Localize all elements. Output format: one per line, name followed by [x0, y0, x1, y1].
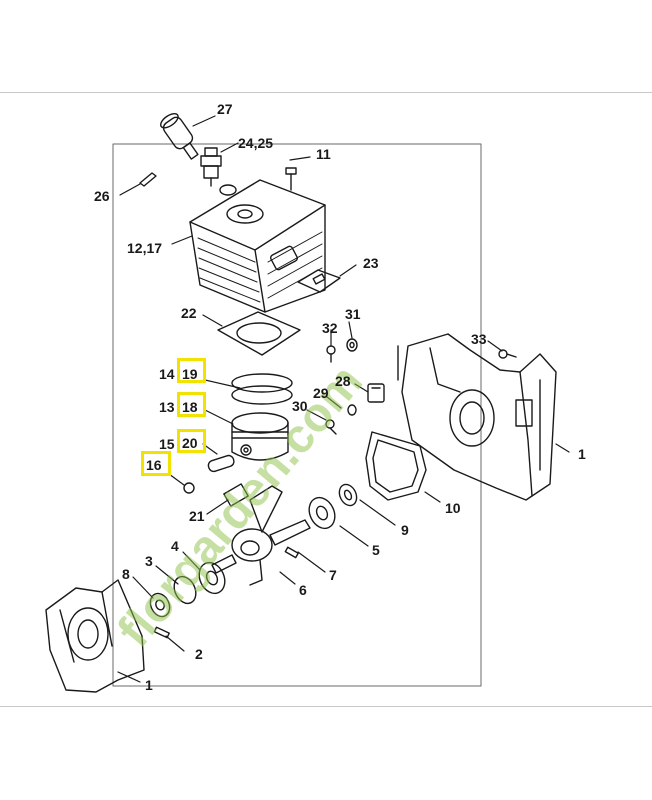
oil-seal-9 [338, 483, 358, 507]
crankcase-left [45, 579, 145, 693]
callout-15: 15 [159, 436, 175, 452]
callout-1-right: 1 [578, 446, 586, 462]
piston-pin [207, 454, 235, 473]
piston-ring-1 [231, 373, 293, 393]
screw-32 [326, 345, 336, 363]
callout-14: 14 [159, 366, 175, 382]
washer-31 [346, 338, 358, 352]
callout-20: 20 [182, 435, 198, 451]
circlip [183, 482, 195, 494]
bracket-28 [367, 383, 385, 403]
piston-ring-2 [231, 385, 293, 405]
highlight-box-19 [177, 358, 206, 383]
callout-18: 18 [182, 399, 198, 415]
dowel-pin [153, 626, 170, 639]
exhaust-gasket [297, 269, 341, 293]
callout-29: 29 [313, 385, 329, 401]
callout-27: 27 [217, 101, 233, 117]
callout-10: 10 [445, 500, 461, 516]
callout-1-left: 1 [145, 677, 153, 693]
callout-32: 32 [322, 320, 338, 336]
piston [231, 412, 289, 461]
screw-11 [285, 167, 297, 191]
cylinder-gasket [217, 311, 301, 356]
callout-5: 5 [372, 542, 380, 558]
woodruff-key [284, 546, 299, 559]
callout-2: 2 [195, 646, 203, 662]
callout-6: 6 [299, 582, 307, 598]
callout-16: 16 [146, 457, 162, 473]
callout-31: 31 [345, 306, 361, 322]
cylinder [189, 179, 326, 313]
highlight-box-18 [177, 392, 206, 417]
highlight-box-16 [141, 451, 171, 476]
oil-seal-8 [149, 592, 171, 618]
needle-cage [223, 483, 249, 507]
spring-clip [139, 172, 157, 187]
callout-30: 30 [292, 398, 308, 414]
bearing-5 [308, 496, 336, 530]
callout-28: 28 [335, 373, 351, 389]
callout-7: 7 [329, 567, 337, 583]
callout-11: 11 [316, 146, 331, 162]
screw-30 [325, 419, 337, 435]
crankshaft [211, 485, 311, 586]
spark-plug-boot [160, 112, 199, 160]
spark-plug [200, 147, 222, 187]
callout-21: 21 [189, 508, 205, 524]
drawing-frame [112, 143, 482, 687]
callout-24-25: 24,25 [238, 135, 274, 151]
callout-23: 23 [363, 255, 379, 271]
washer-29 [347, 404, 357, 416]
callout-9: 9 [401, 522, 409, 538]
callout-26: 26 [94, 188, 110, 204]
callout-8: 8 [122, 566, 130, 582]
callout-19: 19 [182, 366, 198, 382]
leader-lines [117, 115, 570, 683]
crankcase-right [401, 333, 557, 501]
bottom-divider [0, 706, 652, 707]
callout-3: 3 [145, 553, 153, 569]
callout-12-17: 12,17 [127, 240, 163, 256]
top-divider [0, 92, 652, 93]
screw-33 [498, 349, 517, 359]
callout-22: 22 [181, 305, 197, 321]
bearing-4 [198, 561, 226, 595]
circlip-3 [173, 575, 197, 605]
highlight-box-20 [177, 429, 206, 453]
callout-4: 4 [171, 538, 179, 554]
callout-33: 33 [471, 331, 487, 347]
crankcase-gasket [365, 431, 427, 501]
callout-13: 13 [159, 399, 175, 415]
